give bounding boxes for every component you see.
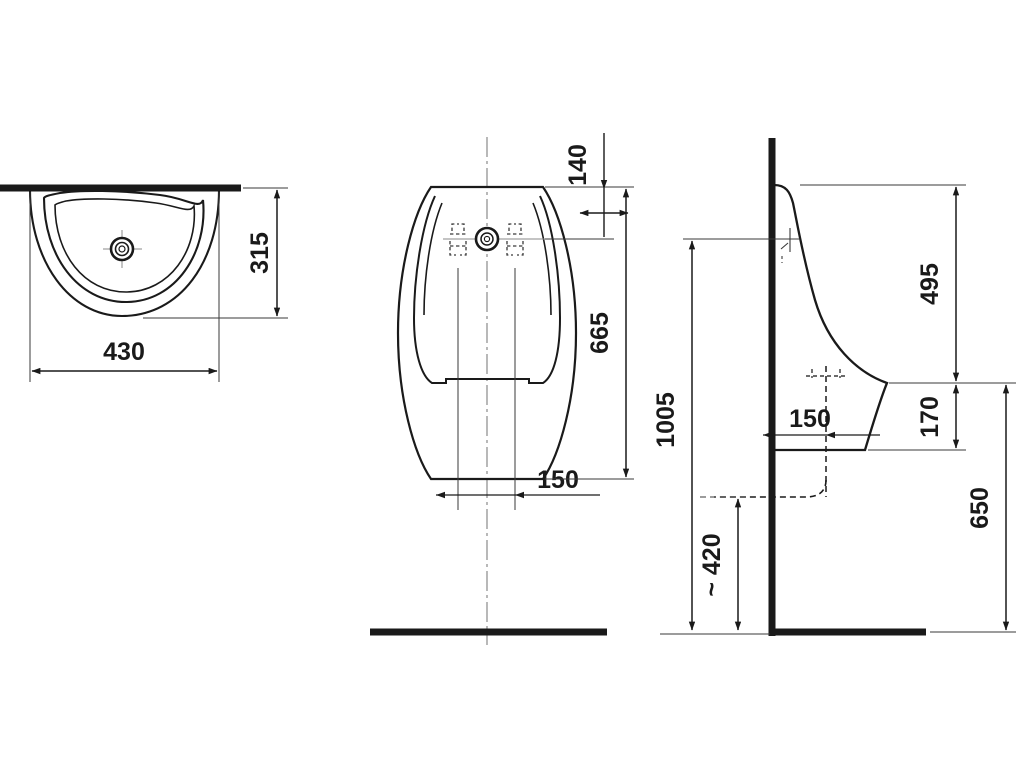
dimension-1005: 1005	[652, 240, 696, 631]
dimension-140-label: 140	[564, 144, 592, 186]
dimension-495: 495	[916, 186, 960, 382]
side-view-inlet-marker	[683, 228, 800, 263]
dimension-170: 170	[916, 384, 960, 449]
side-view-waste-outlet-dashed	[806, 369, 846, 378]
dimension-650: 650	[966, 384, 1010, 631]
front-view: 150 140 665	[370, 133, 634, 645]
dimension-315: 315	[246, 189, 281, 317]
top-view-drain-outlet	[103, 230, 142, 268]
front-view-inner-contour-left	[423, 202, 443, 316]
front-view-body-outline	[396, 185, 578, 481]
front-view-fixing-bolt-right	[506, 223, 524, 256]
dimension-420: ~ 420	[698, 498, 742, 631]
top-view-inner-rim	[42, 189, 205, 304]
dimension-665-label: 665	[586, 312, 614, 354]
dimension-150-front: 150	[436, 466, 600, 499]
front-view-bowl-outline	[412, 195, 562, 384]
top-view: 430 315	[0, 184, 288, 382]
front-view-fixing-bolt-left	[449, 223, 467, 256]
dimension-430: 430	[31, 338, 218, 375]
side-view: 1005 ~ 420 150 495 170	[652, 138, 1016, 636]
dimension-150-side: 150	[763, 405, 880, 439]
dimension-315-label: 315	[246, 232, 274, 274]
top-view-inner-bowl-contour	[54, 198, 196, 293]
dimension-150-front-label: 150	[537, 466, 579, 494]
dimension-140: 140	[564, 133, 629, 237]
front-view-inner-contour-right	[532, 202, 552, 316]
dimension-1005-label: 1005	[652, 392, 680, 448]
dimension-150-side-label: 150	[789, 405, 831, 433]
dimension-430-label: 430	[103, 338, 145, 366]
dimension-495-label: 495	[916, 263, 944, 305]
side-view-body-profile	[773, 183, 889, 452]
dimension-170-label: 170	[916, 396, 944, 438]
dimension-420-label: ~ 420	[698, 533, 726, 596]
dimension-665: 665	[586, 188, 630, 478]
dimension-650-label: 650	[966, 487, 994, 529]
side-view-waste-pipe-dashed	[714, 479, 827, 498]
top-view-bowl-outline	[28, 189, 221, 318]
